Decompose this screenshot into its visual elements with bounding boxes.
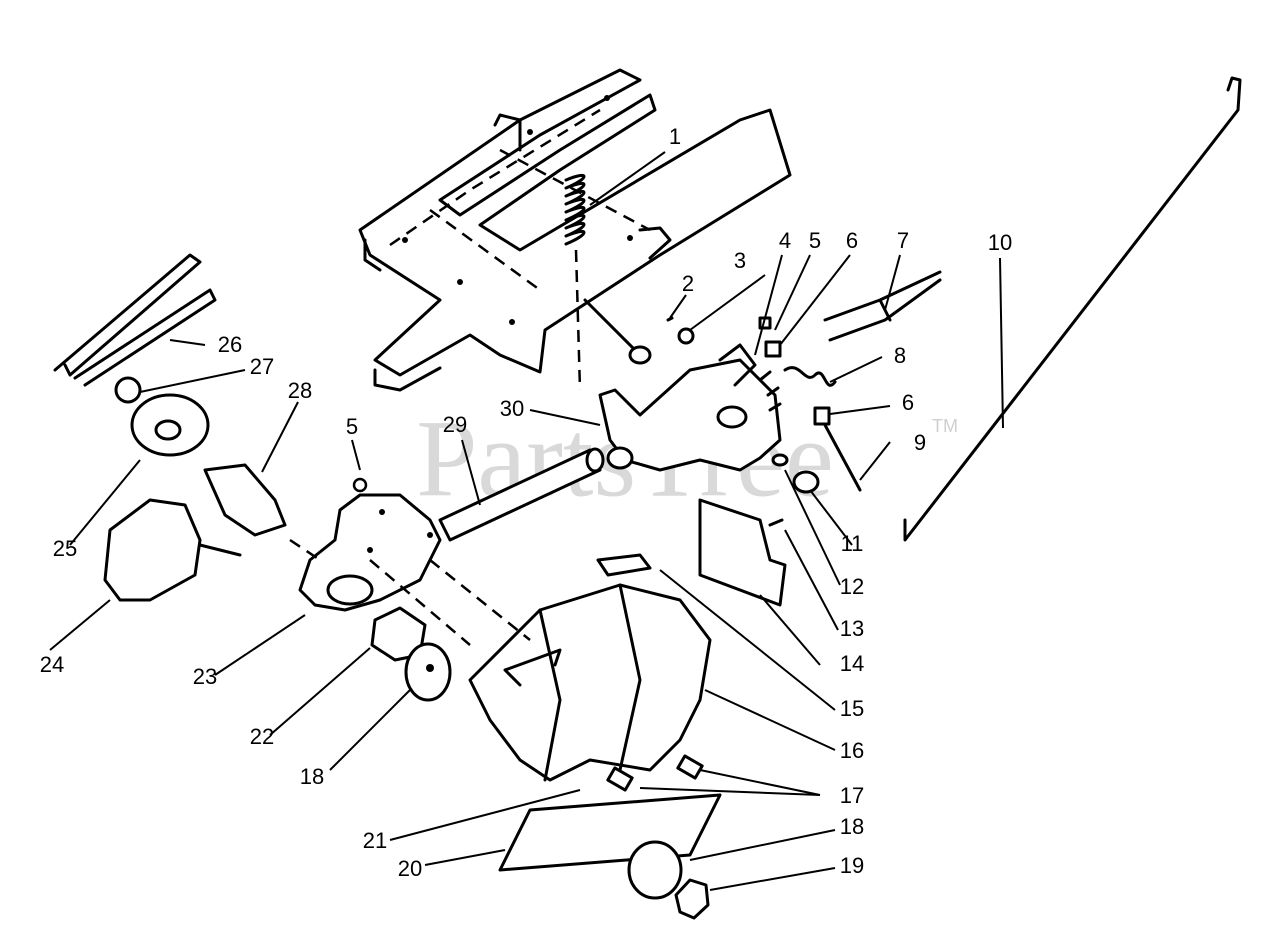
callout-24: 24 xyxy=(40,652,64,677)
callout-27: 27 xyxy=(250,354,274,379)
spring xyxy=(564,174,586,391)
callout-5: 5 xyxy=(809,228,821,253)
callout-22: 22 xyxy=(250,724,274,749)
callout-labels: 1 2 3 4 5 6 7 8 6 9 10 11 12 13 14 15 16… xyxy=(40,124,1012,881)
pulley-assembly xyxy=(53,253,287,537)
discharge-chute xyxy=(468,583,712,782)
callout-4: 4 xyxy=(779,228,791,253)
callout-16: 16 xyxy=(840,738,864,763)
callout-5b: 5 xyxy=(346,414,358,439)
gearbox-housing xyxy=(298,477,442,612)
leader-lines xyxy=(49,151,1004,891)
callout-19: 19 xyxy=(840,853,864,878)
callout-30: 30 xyxy=(500,396,524,421)
callout-18b: 18 xyxy=(840,814,864,839)
callout-25: 25 xyxy=(53,536,77,561)
callout-28: 28 xyxy=(288,378,312,403)
control-rod xyxy=(903,76,1242,542)
callout-18: 18 xyxy=(300,764,324,789)
deflector-hardware xyxy=(498,754,722,920)
callout-8: 8 xyxy=(894,343,906,368)
callout-2: 2 xyxy=(682,271,694,296)
mount-bracket xyxy=(103,498,242,602)
callout-6: 6 xyxy=(846,228,858,253)
callout-3: 3 xyxy=(734,248,746,273)
callout-23: 23 xyxy=(193,664,217,689)
callout-12: 12 xyxy=(840,574,864,599)
callout-26: 26 xyxy=(218,332,242,357)
callout-15: 15 xyxy=(840,696,864,721)
mower-frame xyxy=(358,68,792,392)
callout-20: 20 xyxy=(398,856,422,881)
watermark-trademark: TM xyxy=(932,416,958,436)
callout-21: 21 xyxy=(363,828,387,853)
callout-1: 1 xyxy=(669,124,681,149)
callout-10: 10 xyxy=(988,230,1012,255)
callout-7: 7 xyxy=(897,228,909,253)
callout-29: 29 xyxy=(443,412,467,437)
callout-6b: 6 xyxy=(902,390,914,415)
callout-17: 17 xyxy=(840,783,864,808)
callout-11: 11 xyxy=(841,531,864,556)
shaft xyxy=(438,447,605,542)
bushing-washer xyxy=(370,606,452,702)
callout-13: 13 xyxy=(840,616,864,641)
hardware-right xyxy=(596,270,942,607)
callout-9: 9 xyxy=(914,430,926,455)
callout-14: 14 xyxy=(840,651,864,676)
lift-bracket xyxy=(583,298,782,472)
